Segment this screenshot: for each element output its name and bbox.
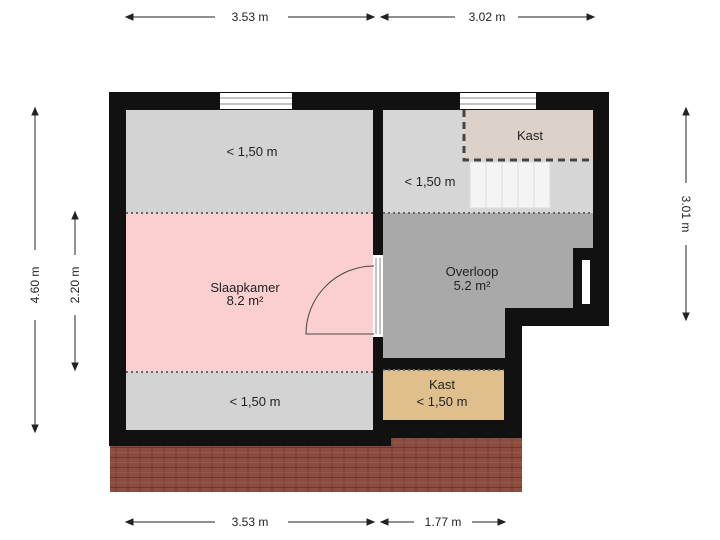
dimension-top-left: 3.53 m [232,10,269,24]
landing-area [383,213,593,358]
slope-label-lower-left: < 1,50 m [230,394,281,409]
stairs [469,161,551,209]
closet-bottom-area [383,370,504,420]
slope-label-upper-left: < 1,50 m [227,144,278,159]
window-left [220,93,292,109]
dimension-lines [31,13,690,526]
wall-cabinet-inner [582,260,590,304]
room-area-kast-bottom: < 1,50 m [417,394,468,409]
dimension-left-inner: 2.20 m [68,267,82,304]
dimension-top-right: 3.02 m [469,10,506,24]
room-area-slaapkamer: 8.2 m² [227,293,265,308]
slope-area-lower-left [126,372,373,430]
closet-dashed-outline [462,110,593,162]
room-name-kast-bottom: Kast [429,377,455,392]
dimension-bottom-right: 1.77 m [425,515,462,529]
room-name-kast-top: Kast [517,128,543,143]
room-area-overloop: 5.2 m² [454,278,492,293]
slope-label-upper-right: < 1,50 m [405,174,456,189]
dimension-left-outer: 4.60 m [28,267,42,304]
door [305,255,383,337]
room-name-slaapkamer: Slaapkamer [210,280,280,295]
slope-area-upper-left [126,110,373,213]
bedroom-area [126,213,373,372]
closet-top-area [464,110,593,160]
dimension-bottom-left: 3.53 m [232,515,269,529]
dimension-right: 3.01 m [679,196,693,233]
window-right [460,93,536,109]
room-name-overloop: Overloop [446,264,499,279]
roof-tiles [110,438,522,492]
